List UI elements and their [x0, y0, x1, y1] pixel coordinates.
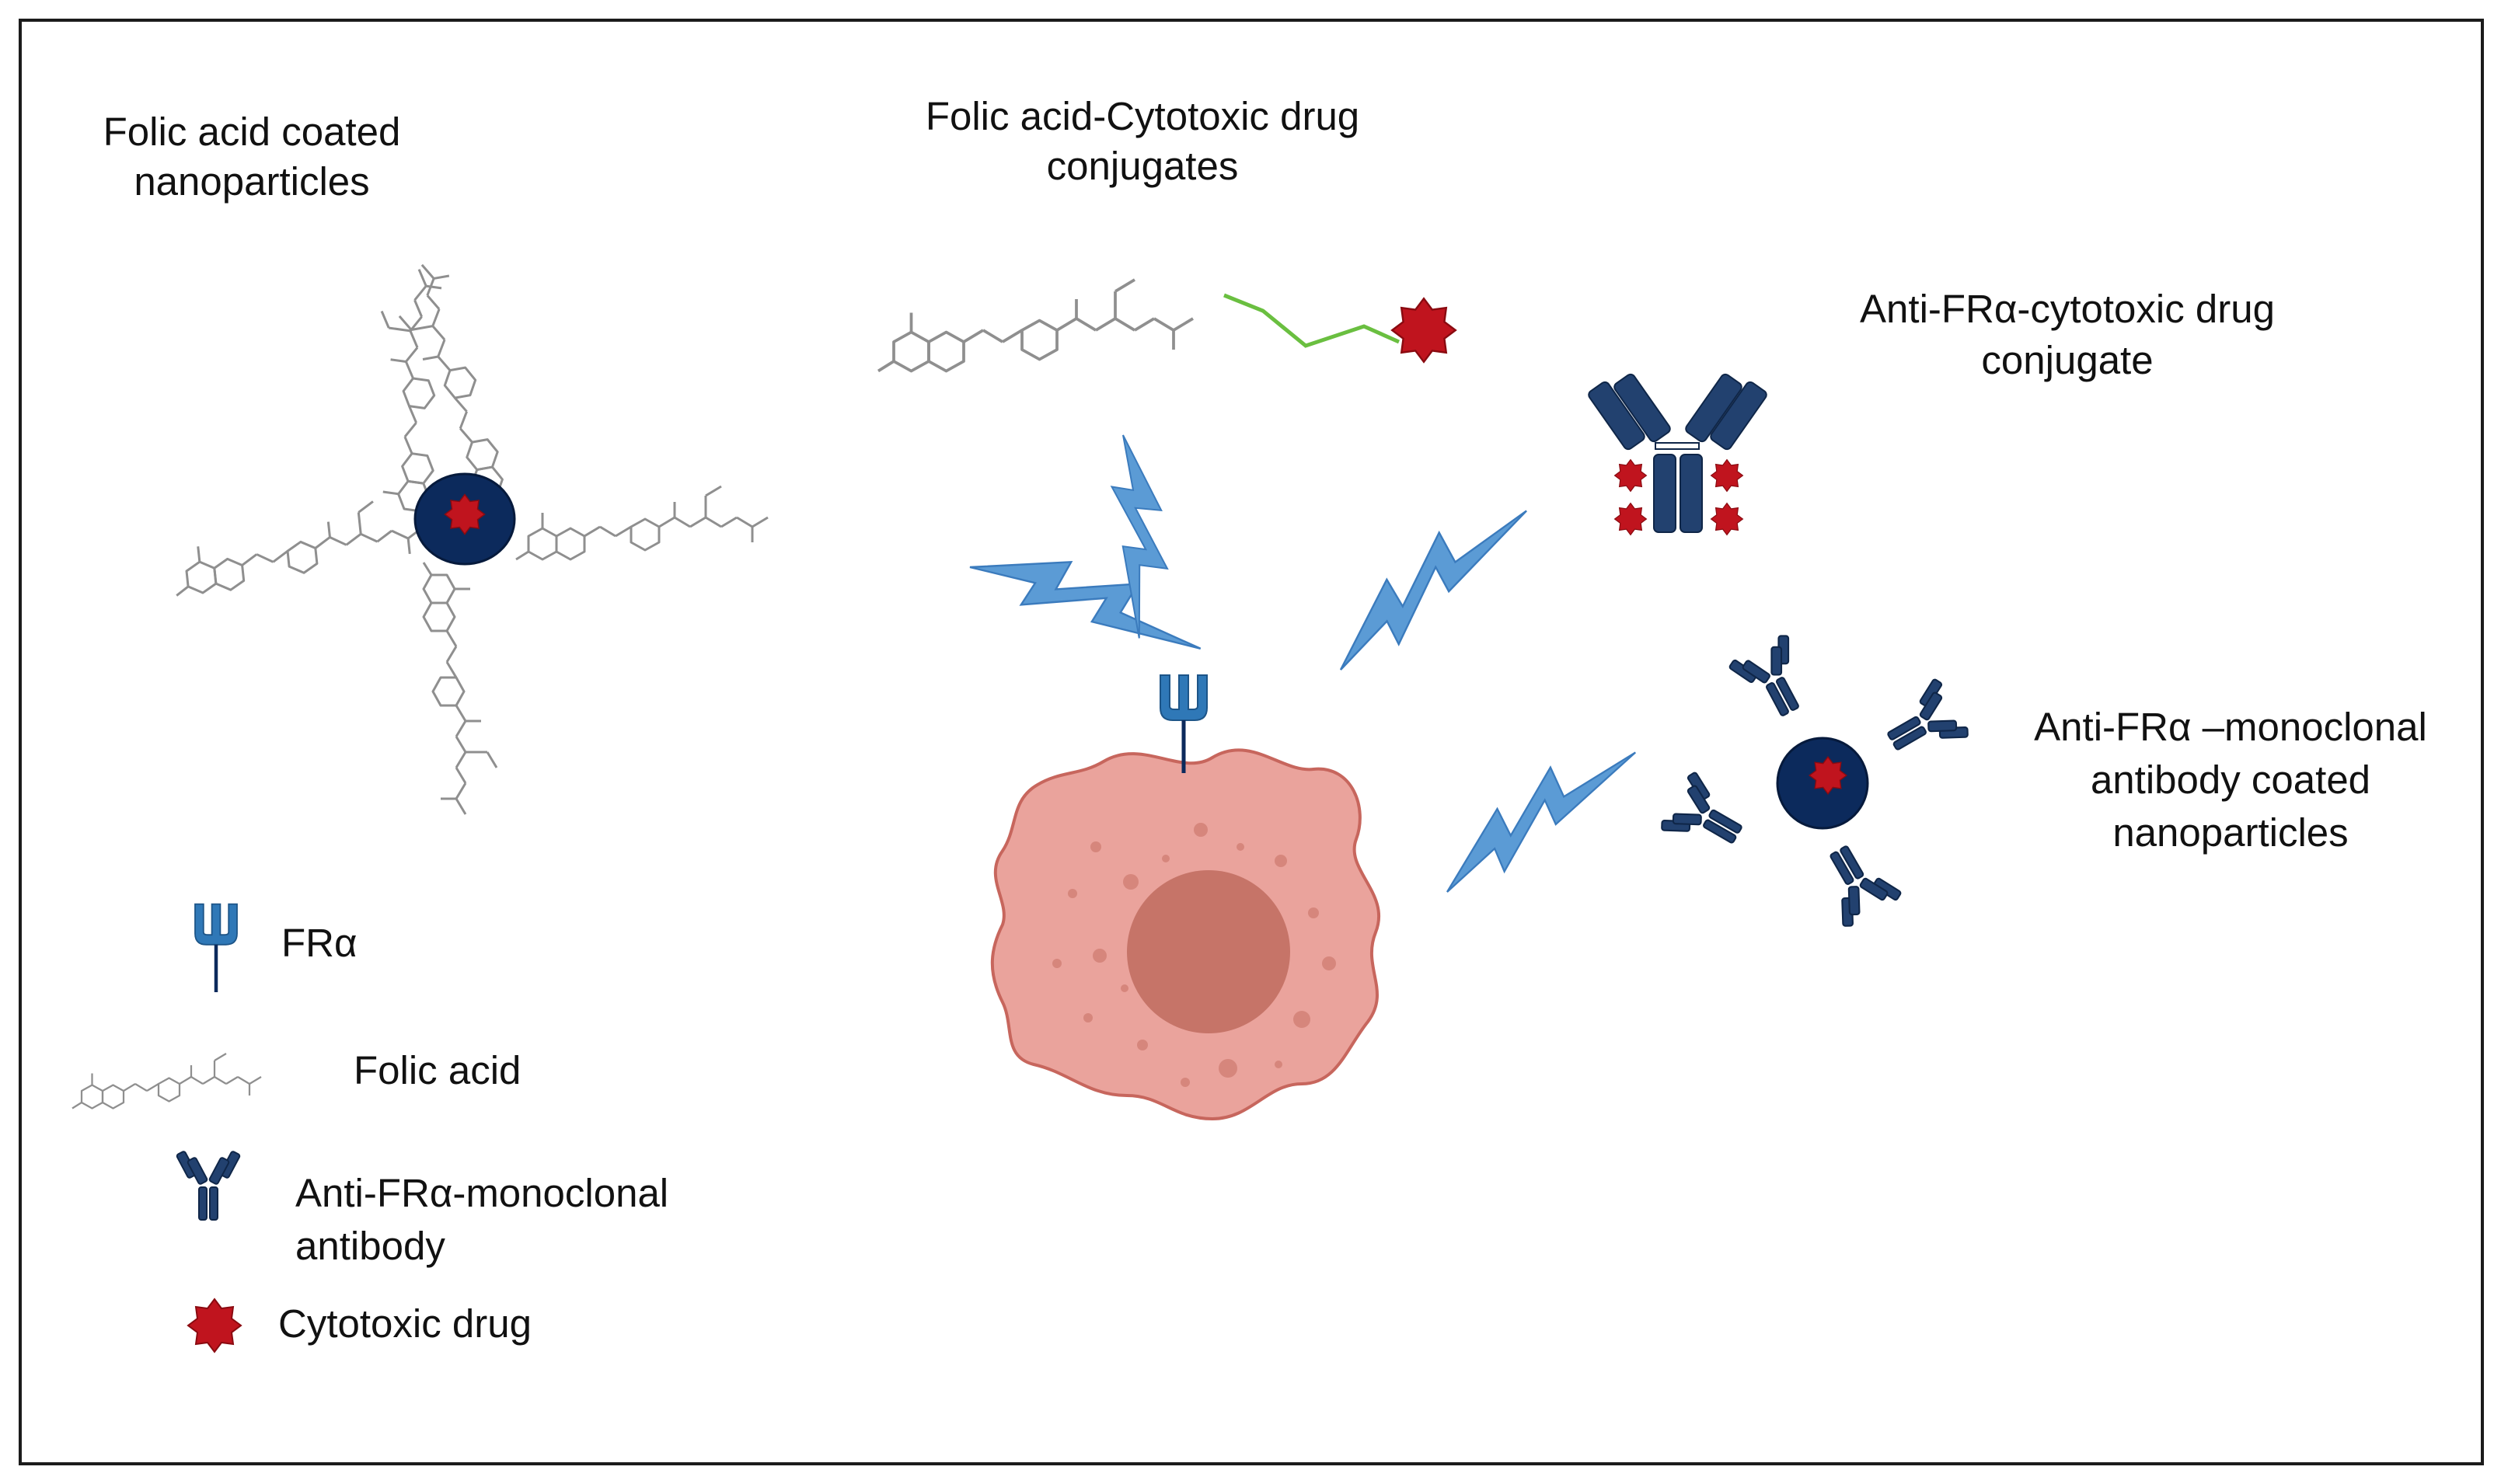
label-mab-np-line2: antibody coated	[2090, 758, 2371, 802]
cytotoxic-drug-icon	[1614, 458, 1647, 493]
legend-label-fra: FRα	[281, 921, 358, 965]
cell-nucleus	[1127, 870, 1290, 1033]
lightning-bolt-icon	[1320, 471, 1528, 692]
label-folic-np-line1: Folic acid coated	[103, 110, 401, 154]
antibody-icon	[1808, 832, 1905, 932]
cytotoxic-drug-icon	[1711, 458, 1743, 493]
folate-molecule	[877, 278, 1195, 373]
folic-acid-coated-nanoparticle	[167, 256, 769, 816]
cytotoxic-drug-icon	[1390, 298, 1457, 363]
cytotoxic-drug-icon	[1614, 502, 1647, 536]
folic-acid-drug-conjugate	[877, 278, 1457, 373]
folate-chain-right	[515, 485, 769, 561]
label-adc-line2: conjugate	[1981, 338, 2154, 382]
legend-label-drug: Cytotoxic drug	[278, 1301, 532, 1346]
legend-cytotoxic-drug-icon	[187, 1298, 242, 1353]
diagram-frame	[19, 19, 2484, 1465]
lightning-bolt-icon	[1428, 711, 1637, 915]
linker	[1223, 293, 1401, 348]
label-fa-drug-line2: conjugates	[1046, 144, 1239, 188]
cytotoxic-drug-icon	[1809, 756, 1847, 795]
label-mab-np-line1: Anti-FRα –monoclonal	[2034, 705, 2427, 749]
legend	[71, 904, 263, 1353]
label-folic-np-line2: nanoparticles	[134, 159, 370, 204]
antibody-icon	[1656, 768, 1756, 866]
folate-chain-down	[422, 561, 498, 816]
cytotoxic-drug-icon	[444, 493, 486, 535]
legend-fra-icon	[195, 904, 237, 992]
label-fa-drug-line1: Folic acid-Cytotoxic drug	[925, 94, 1360, 138]
antibody-coated-nanoparticle	[1656, 631, 1973, 932]
legend-label-mab-line1: Anti-FRα-monoclonal	[295, 1171, 669, 1215]
lightning-bolt-icon	[962, 540, 1214, 650]
legend-label-mab-line2: antibody	[295, 1224, 445, 1268]
cancer-cell	[990, 675, 1381, 1121]
cytoplasm-granules	[1052, 823, 1336, 1087]
label-adc-line1: Anti-FRα-cytotoxic drug	[1860, 287, 2275, 331]
antibody-icon	[1725, 631, 1822, 729]
antibody-drug-conjugate	[1588, 373, 1767, 536]
folate-chain-left	[167, 495, 428, 597]
legend-folic-acid-icon	[71, 1052, 263, 1110]
cytotoxic-drug-icon	[1711, 502, 1743, 536]
antibody-icon	[1874, 675, 1973, 772]
legend-label-folic-acid: Folic acid	[354, 1048, 521, 1092]
legend-antibody-icon	[175, 1150, 242, 1221]
label-mab-np-line3: nanoparticles	[2112, 810, 2349, 855]
